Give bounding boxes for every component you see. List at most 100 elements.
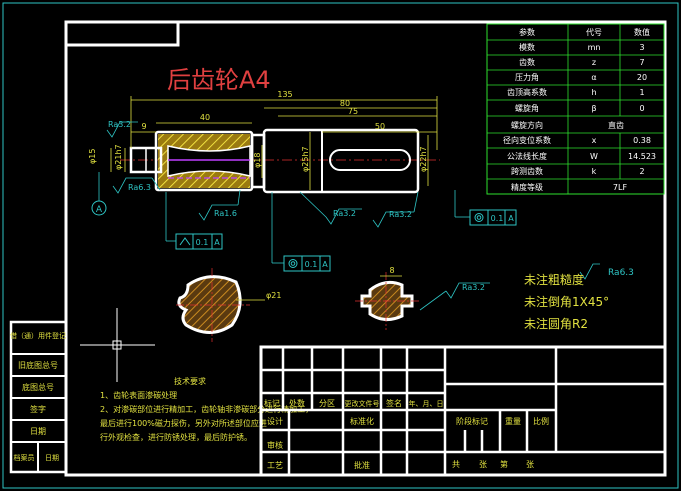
corner-box: [64, 20, 180, 47]
param-row-2-code: α: [591, 73, 596, 82]
dim-phi21h7: φ21h7: [114, 144, 123, 170]
dim-phi22h7: φ22h7: [419, 146, 428, 172]
param-header-2: 数值: [634, 27, 650, 37]
tb-sheet-no: 第: [500, 459, 508, 469]
dim-80: 80: [340, 99, 350, 108]
param-row-3-value: 1: [639, 88, 644, 97]
tb-header-0: 标记: [264, 398, 280, 408]
param-row-2-value: 20: [637, 73, 647, 82]
svg-text:A: A: [214, 238, 220, 247]
tb-weight: 重量: [505, 416, 521, 426]
svg-text:A: A: [322, 260, 328, 269]
crosshair-cursor-icon: [80, 308, 155, 382]
ra-mark-2: Ra6.3: [128, 183, 151, 192]
svg-text:0.1: 0.1: [491, 214, 504, 223]
tb-row-design: 设计: [267, 416, 283, 426]
shaft-main-view: 135 80 75 40 50 9 φ15 φ21h7 φ18 φ25h7 φ2…: [88, 90, 440, 194]
left-record-block: 借（通）用件登记 旧底图总号 底图总号 签字 日期 档案员 日期: [9, 320, 68, 474]
datum-a-symbol: A: [91, 172, 107, 216]
drawing-title: 后齿轮A4: [167, 66, 271, 94]
svg-text:0.1: 0.1: [305, 260, 318, 269]
tb-sheet-total: 共: [452, 460, 460, 469]
note-chamfer: 未注倒角1X45°: [524, 294, 609, 309]
tolerance-frame-3: 0.1 A: [454, 190, 517, 226]
tb-row-process: 工艺: [267, 461, 283, 470]
note-fillet: 未注圆角R2: [524, 316, 588, 331]
tb-row-standard: 标准化: [350, 416, 374, 426]
left-block-3: 签字: [30, 404, 46, 414]
param-row-7-code: W: [590, 152, 598, 161]
param-row-6-value: 0.38: [633, 136, 651, 145]
tb-row-approve: 批准: [354, 460, 370, 470]
param-row-4-name: 螺旋角: [515, 103, 539, 113]
param-row-8-value: 2: [639, 167, 644, 176]
gear-section-view: φ21: [176, 268, 281, 342]
key-section-view: 8: [355, 266, 420, 330]
param-row-2-name: 压力角: [515, 72, 539, 82]
left-block-6: 日期: [45, 454, 59, 462]
note-roughness-value: Ra6.3: [608, 268, 634, 278]
param-row-7-value: 14.523: [628, 152, 656, 161]
param-row-7-name: 公法线长度: [507, 151, 547, 161]
tolerance-frame-2: 0.1 A: [271, 192, 331, 272]
left-block-5: 档案员: [14, 453, 35, 462]
param-row-0-value: 3: [639, 43, 644, 52]
param-row-5-name: 螺旋方向: [511, 120, 543, 130]
left-block-2: 底图总号: [22, 382, 54, 392]
dim-overall-length: 135: [277, 90, 292, 99]
general-notes: 未注粗糙度 Ra6.3 未注倒角1X45° 未注圆角R2: [524, 268, 634, 331]
tech-line-2: 2、对渗碳部位进行精加工，齿轮轴非渗碳部分进行精加工，: [100, 404, 313, 414]
tb-header-2: 分区: [319, 399, 335, 408]
param-row-8-code: k: [592, 167, 597, 176]
param-row-8-name: 跨测齿数: [511, 166, 543, 176]
parameter-table: 参数 代号 数值 模数 mn 3 齿数 z 7 压力角 α 20 齿顶高系数 h…: [486, 23, 665, 195]
note-roughness: 未注粗糙度: [524, 272, 584, 287]
param-row-6-name: 径向变位系数: [503, 135, 551, 145]
param-row-1-name: 齿数: [519, 57, 535, 67]
tb-scale: 比例: [533, 416, 549, 426]
param-row-4-code: β: [591, 104, 596, 113]
param-header-1: 代号: [586, 27, 602, 37]
param-row-0-code: mn: [588, 43, 601, 52]
tech-line-1: 1、齿轮表面渗碳处理: [100, 390, 177, 400]
tb-sheet-unit-2: 张: [526, 460, 534, 469]
dim-50: 50: [375, 122, 385, 131]
param-row-0-name: 模数: [519, 42, 535, 52]
param-header-0: 参数: [519, 27, 535, 37]
param-row-1-value: 7: [639, 58, 644, 67]
dim-75: 75: [348, 107, 358, 116]
tb-sheet-unit-1: 张: [479, 460, 487, 469]
param-row-6-code: x: [592, 136, 597, 145]
svg-text:0.1: 0.1: [196, 238, 209, 247]
ra-mark-1: Ra3.2: [108, 120, 131, 129]
surface-roughness-marks: [106, 121, 600, 311]
dim-phi18: φ18: [253, 153, 262, 168]
tech-line-4: 行外观检查，进行防锈处理，最后防护锈。: [100, 432, 252, 442]
tolerance-frame-1: 0.1 A: [165, 192, 223, 250]
param-row-4-value: 0: [639, 104, 644, 113]
ra-mark-3: Ra1.6: [214, 209, 237, 218]
dim-phi15: φ15: [88, 149, 97, 164]
tb-header-4: 签名: [386, 398, 402, 408]
param-row-9-code: 7LF: [613, 183, 628, 192]
param-row-5-code: 直齿: [608, 120, 624, 130]
ra-mark-6: Ra3.2: [462, 283, 485, 292]
dim-phi25h7: φ25h7: [301, 146, 310, 172]
ra-mark-4: Ra3.2: [333, 209, 356, 218]
param-row-9-name: 精度等级: [511, 182, 543, 192]
title-block: 标记 处数 分区 更改文件号 签名 年、月、日 设计 标准化 审核 工艺 批准 …: [259, 345, 667, 477]
left-block-1: 旧底图总号: [18, 360, 58, 370]
tech-requirements: 技术要求 1、齿轮表面渗碳处理 2、对渗碳部位进行精加工，齿轮轴非渗碳部分进行精…: [100, 376, 313, 442]
left-block-0: 借（通）用件登记: [10, 331, 66, 340]
dim-phi21-section: φ21: [266, 291, 281, 300]
dim-key-width: 8: [389, 266, 394, 275]
dim-40: 40: [200, 113, 210, 122]
ra-mark-5: Ra3.2: [389, 210, 412, 219]
tb-row-review: 审核: [267, 440, 283, 450]
tb-header-3: 更改文件号: [345, 399, 380, 408]
param-row-1-code: z: [592, 58, 596, 67]
param-row-3-code: h: [591, 88, 596, 97]
tech-title: 技术要求: [174, 376, 206, 386]
